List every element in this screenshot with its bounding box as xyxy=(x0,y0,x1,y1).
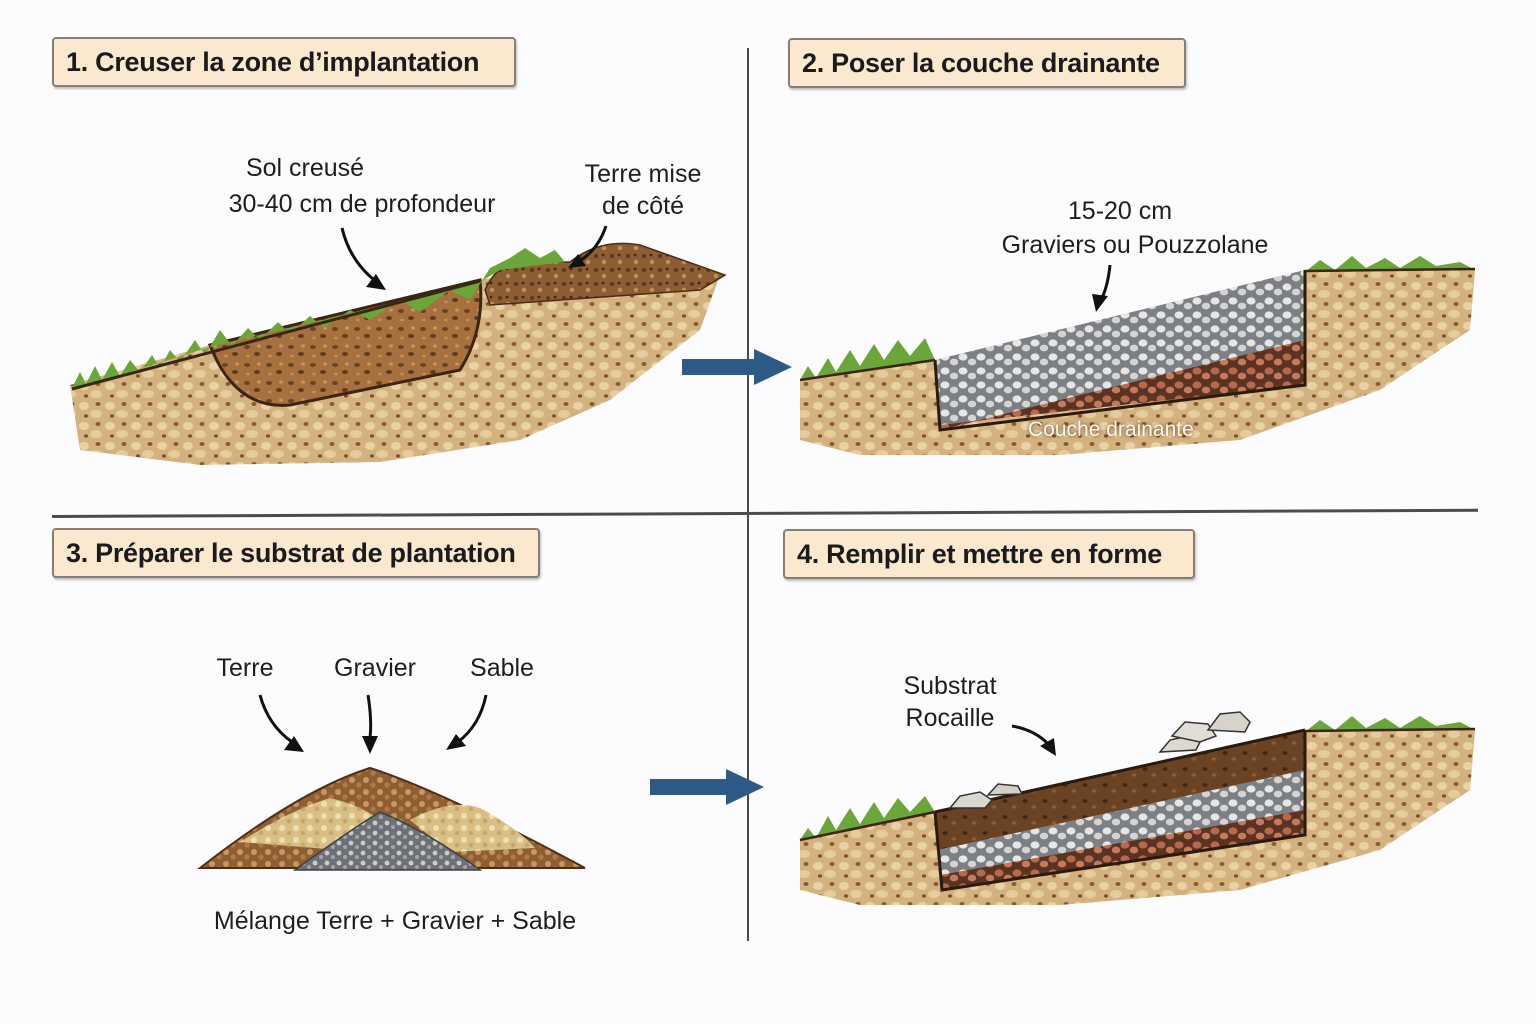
step-3-illustration xyxy=(197,694,586,871)
horizontal-divider xyxy=(51,508,1478,518)
step-3-pointer-arrow-sable xyxy=(457,694,488,744)
step-1-trench xyxy=(207,278,483,407)
step-4-title: 4. Remplir et mettre en forme xyxy=(783,529,1195,579)
step-3-ingredient-sable: Sable xyxy=(470,654,534,682)
step-3-mix-label: Mélange Terre + Gravier + Sable xyxy=(213,907,577,935)
step-2-layer-label: Couche drainante xyxy=(1028,418,1194,441)
step-4-gravel-layer xyxy=(938,770,1305,875)
step-4-substrate-label-2: Rocaille xyxy=(905,704,995,732)
step-1-title: 1. Creuser la zone d’implantation xyxy=(52,37,516,87)
step-4-rock xyxy=(986,783,1024,796)
step-2-thickness-label: 15-20 cm xyxy=(1067,197,1173,225)
step-4-substrate-layer xyxy=(935,730,1305,850)
step-1-set-aside-label-1: Terre mise xyxy=(584,160,702,188)
step-4-grass-right xyxy=(1305,716,1475,732)
step-1-dug-soil-label-1: Sol creusé xyxy=(245,154,365,182)
step-1-set-aside-label-2: de côté xyxy=(601,192,684,220)
step-1-pointer-arrow-dug xyxy=(340,227,379,285)
step-3-title: 3. Préparer le substrat de plantation xyxy=(52,528,540,578)
arrow-right-icon xyxy=(650,769,764,805)
step-2-material-label: Graviers ou Pouzzolane xyxy=(1001,231,1269,259)
arrow-right-icon xyxy=(682,349,792,385)
vertical-divider xyxy=(747,48,749,941)
step-1-grass xyxy=(72,248,565,390)
step-4-pointer-arrow xyxy=(1011,724,1050,746)
step-2-grass-left xyxy=(800,338,935,380)
step-3-ingredient-terre: Terre xyxy=(216,654,274,682)
step-4-pozzolane-layer xyxy=(940,810,1305,890)
step-3-pointer-arrow-gravier xyxy=(366,694,373,739)
step-4-grass-left xyxy=(800,796,935,840)
step-4-rock xyxy=(948,791,994,809)
step-1-illustration xyxy=(70,225,727,465)
step-2-title: 2. Poser la couche drainante xyxy=(788,38,1186,88)
step-2-pointer-arrow xyxy=(1100,264,1112,299)
step-2-grass-right xyxy=(1305,256,1475,272)
step-4-substrate-label-1: Substrat xyxy=(903,672,997,700)
step-3-ingredient-gravier: Gravier xyxy=(334,654,416,682)
step-3-mound-gravier xyxy=(292,811,483,871)
step-2-illustration xyxy=(799,256,1476,455)
step-4-rock xyxy=(1206,711,1251,733)
step-2-pozzolane-layer xyxy=(940,340,1305,430)
step-3-pointer-arrow-terre xyxy=(258,694,293,744)
step-4-illustration xyxy=(799,711,1476,905)
step-1-dug-soil-label-2: 30-40 cm de profondeur xyxy=(228,190,496,218)
step-3-mound-sable-right xyxy=(410,804,535,852)
step-2-gravel-layer xyxy=(935,270,1305,430)
